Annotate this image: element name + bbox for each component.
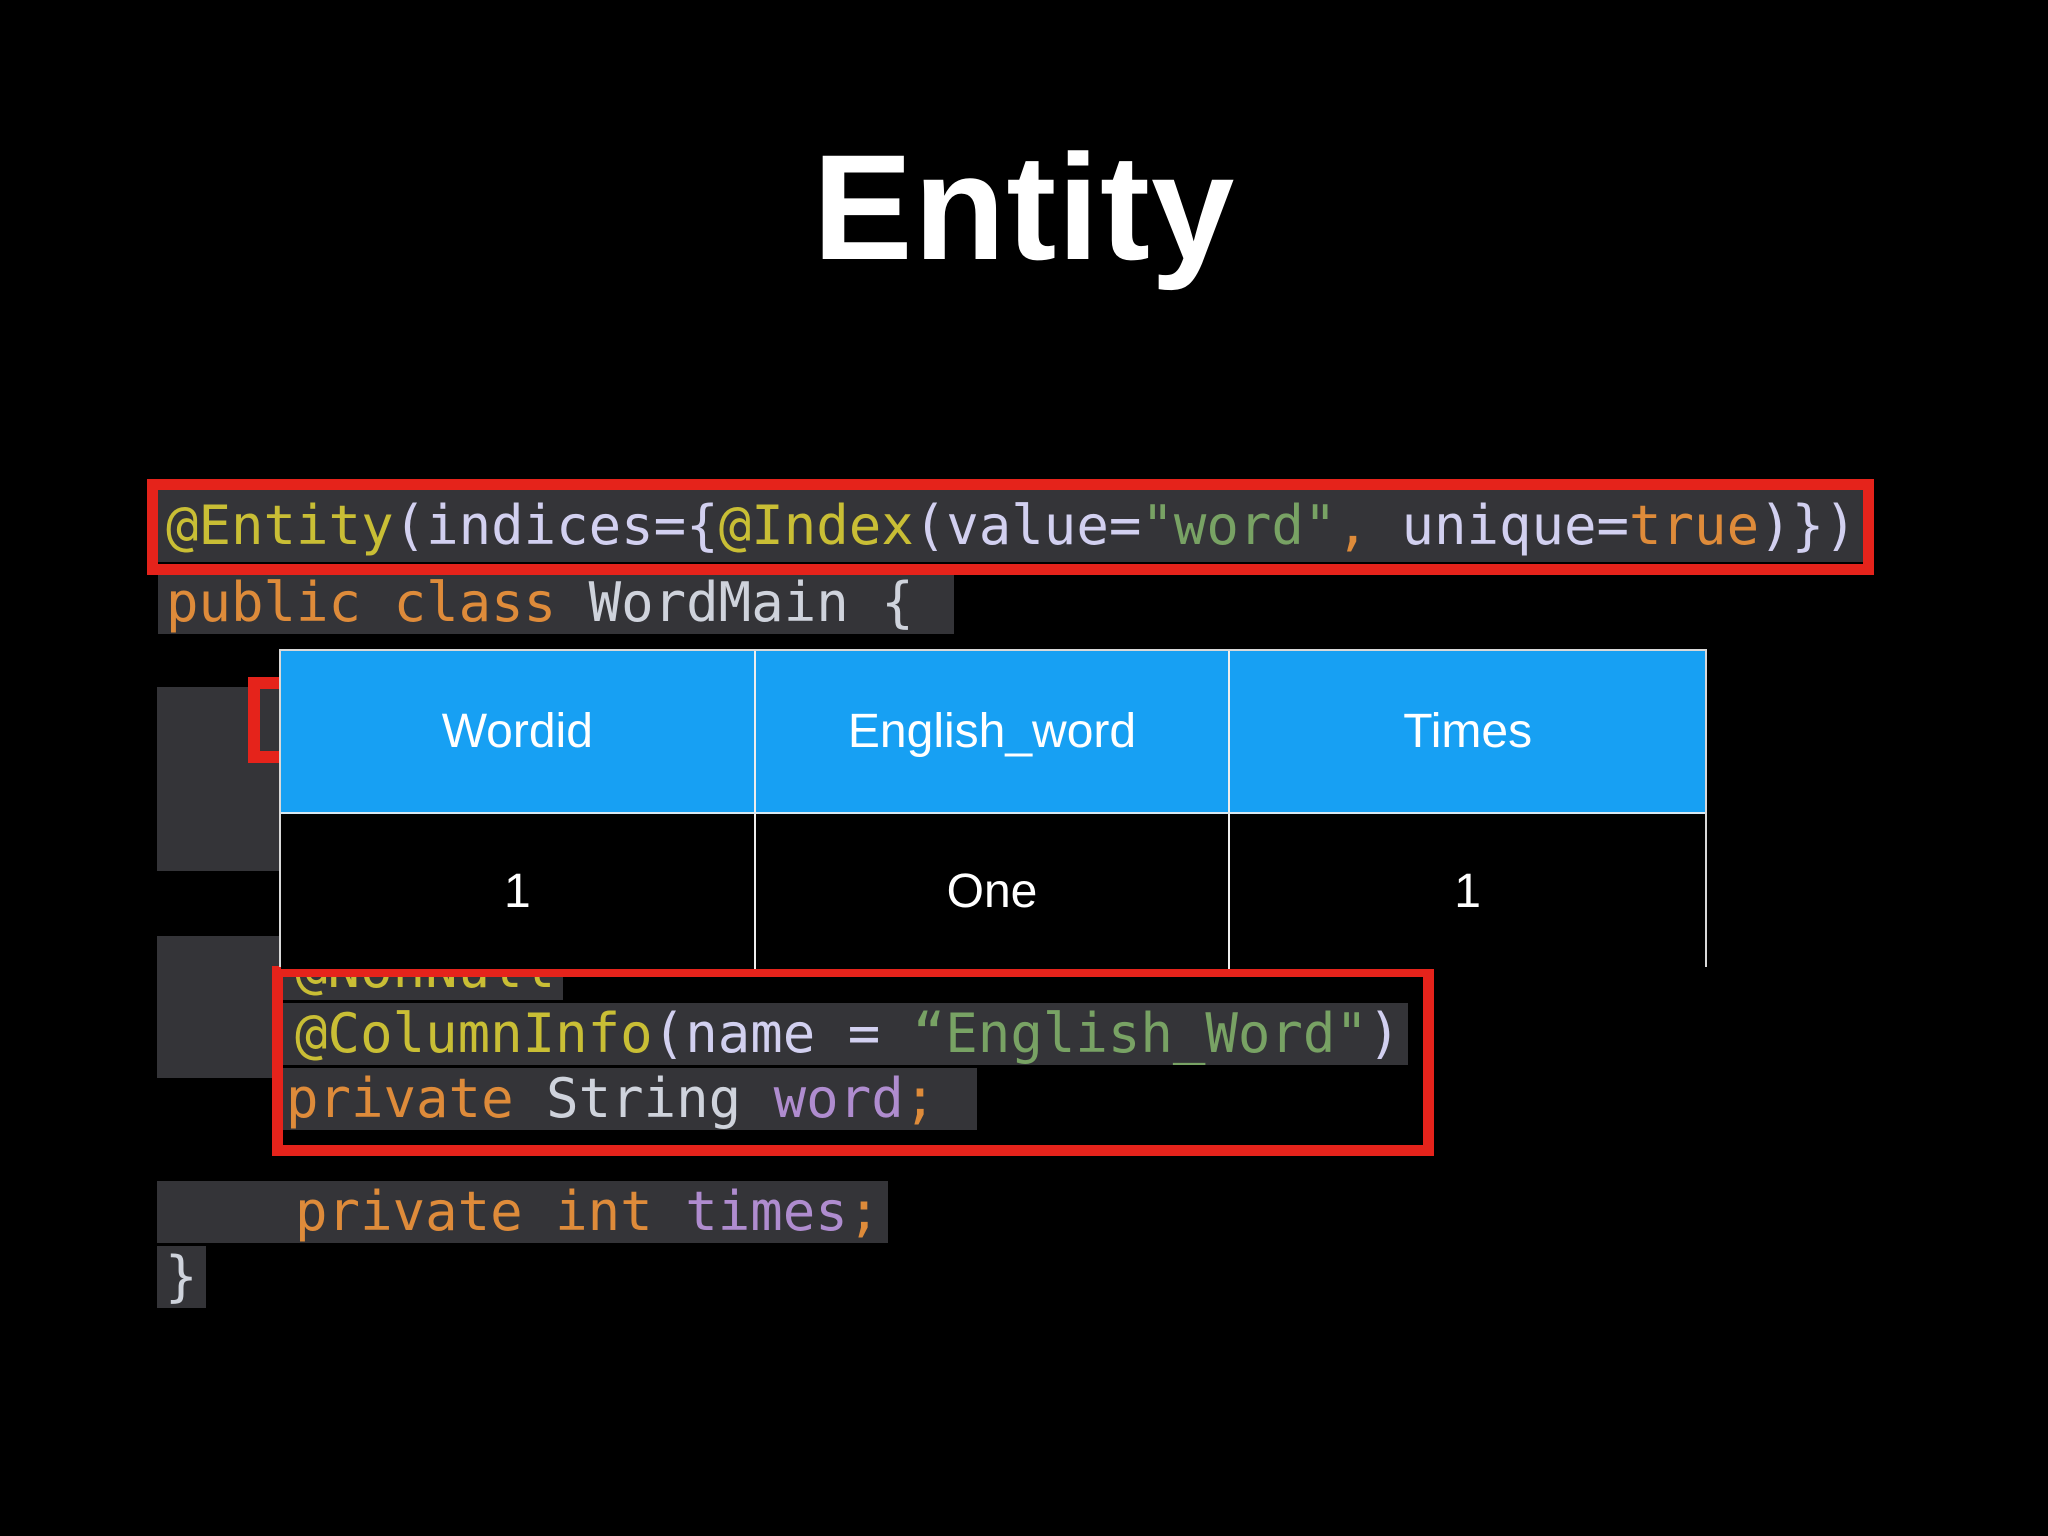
code-token: WordMain {	[588, 571, 947, 634]
code-token: private	[286, 1067, 547, 1130]
code-token: word	[773, 1067, 904, 1130]
code-token: name	[685, 1002, 816, 1065]
highlight-box-entity-annotation	[147, 479, 1874, 575]
table-cell-english-word-value: One	[755, 814, 1231, 969]
code-line-field-word: private String word;	[278, 1068, 977, 1130]
code-line-class-declaration: public class WordMain {	[158, 571, 955, 634]
code-token: @Index	[718, 494, 914, 557]
code-token: (value=	[913, 494, 1142, 557]
code-token: )})	[1759, 494, 1857, 557]
table-cell-times-value: 1	[1230, 814, 1705, 969]
code-token: ,	[1336, 494, 1369, 557]
code-line-columninfo-annotation: @ColumnInfo(name = “English_Word")	[157, 1002, 1409, 1065]
code-token: private int	[295, 1180, 686, 1243]
code-token: @Entity	[166, 494, 394, 557]
table-header-english-word: English_word	[755, 651, 1231, 814]
code-token: =	[815, 1002, 913, 1065]
wordmain-table: Wordid English_word Times 1 One 1	[279, 649, 1707, 969]
highlight-box-columninfo	[272, 966, 1434, 1156]
code-token: @ColumnInfo	[295, 1002, 653, 1065]
code-token: “English_Word"	[912, 1002, 1368, 1065]
code-token: times	[685, 1180, 848, 1243]
table-cell-wordid-value: 1	[281, 814, 756, 969]
code-token: String	[546, 1067, 774, 1130]
table-header-wordid: Wordid	[281, 651, 756, 814]
code-token: ;	[903, 1067, 969, 1130]
code-token	[165, 1180, 295, 1243]
code-line-field-times: private int times;	[157, 1180, 889, 1243]
table-header-times: Times	[1230, 651, 1705, 814]
code-token: unique=	[1368, 494, 1630, 557]
code-token: (indices={	[393, 494, 719, 557]
code-line-closing-brace: }	[157, 1246, 206, 1308]
code-token: }	[165, 1245, 198, 1308]
code-token: )	[1367, 1002, 1401, 1065]
code-token: "word"	[1141, 494, 1337, 557]
code-token: ;	[847, 1180, 881, 1243]
code-token: public class	[166, 571, 589, 634]
code-line-entity-annotation: @Entity(indices={@Index(value="word", un…	[158, 490, 1865, 562]
code-token: (	[652, 1002, 686, 1065]
slide-title: Entity	[812, 123, 1236, 291]
code-token: true	[1629, 494, 1760, 557]
